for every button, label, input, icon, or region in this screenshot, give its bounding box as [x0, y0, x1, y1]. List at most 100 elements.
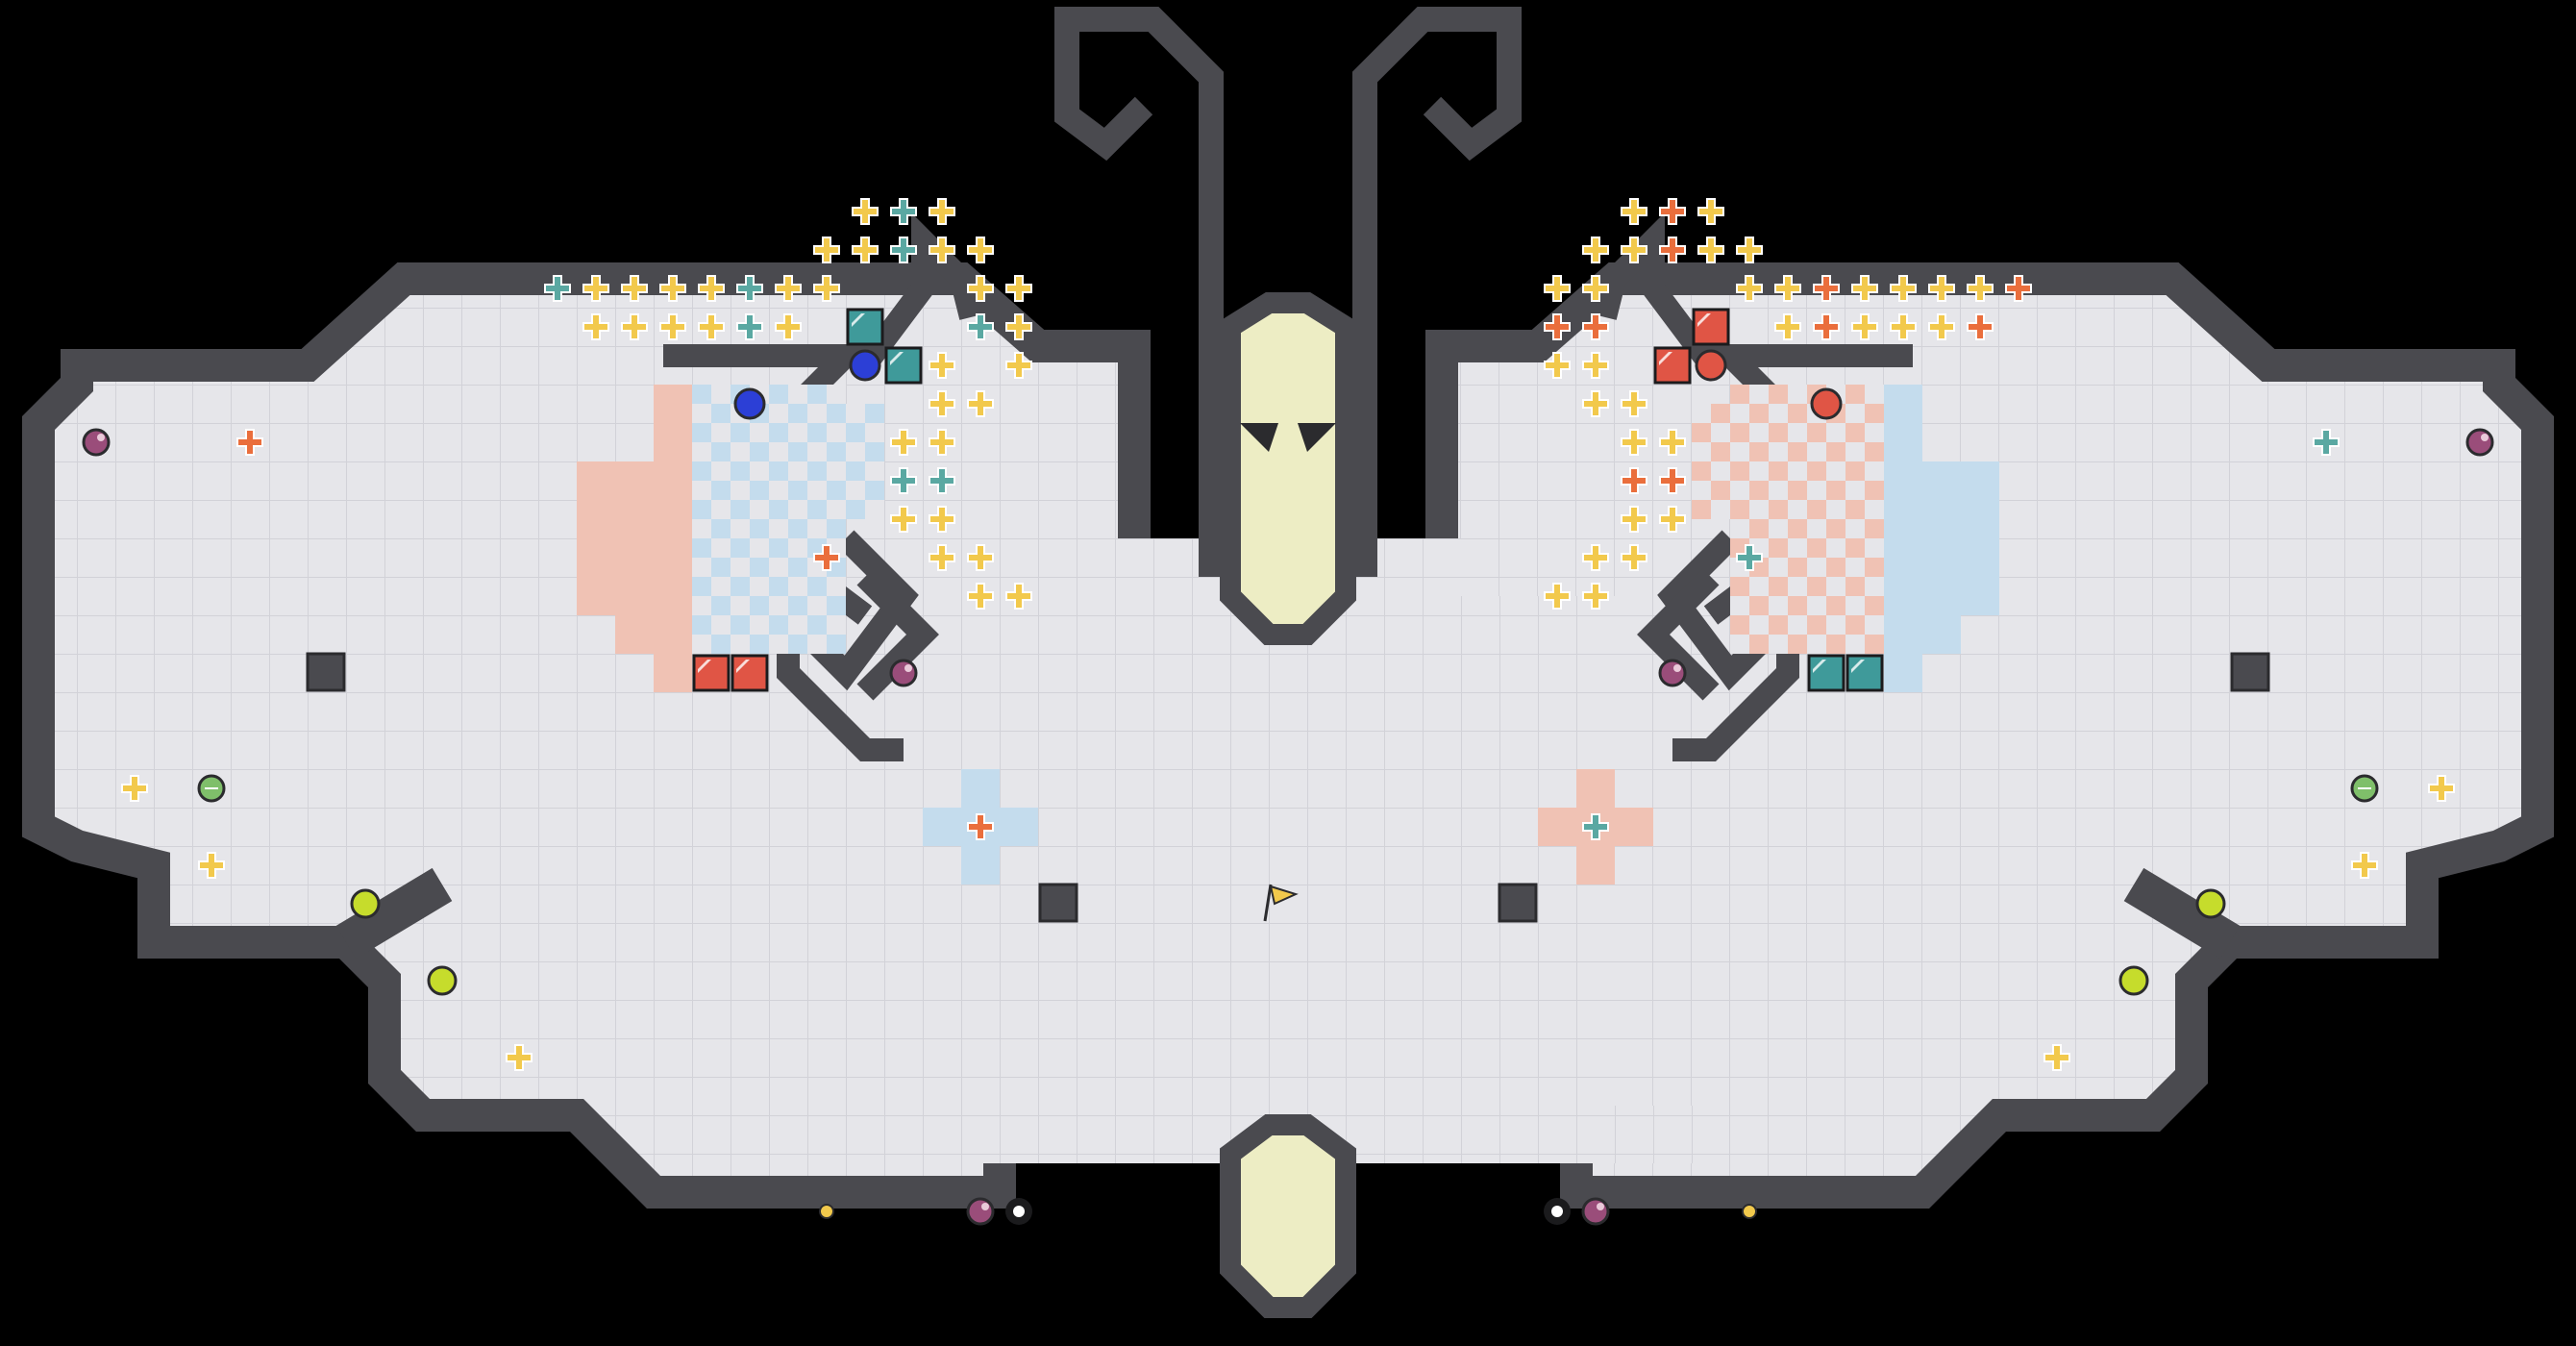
plus-gold-icon[interactable] — [775, 275, 802, 302]
plus-gold-icon[interactable] — [929, 506, 955, 533]
plus-orange-icon[interactable] — [813, 544, 840, 571]
plus-orange-icon[interactable] — [1659, 198, 1686, 225]
plus-gold-icon[interactable] — [198, 852, 225, 879]
plus-gold-icon[interactable] — [1890, 275, 1917, 302]
plus-gold-icon[interactable] — [852, 198, 879, 225]
bomb-icon[interactable] — [889, 659, 918, 687]
red-spawn-block[interactable] — [731, 654, 769, 692]
plus-gold-icon[interactable] — [1697, 237, 1724, 263]
plus-orange-icon[interactable] — [2005, 275, 2032, 302]
teal-spawn-block[interactable] — [846, 308, 884, 346]
green-orb-icon[interactable] — [2350, 774, 2379, 803]
plus-gold-icon[interactable] — [1544, 352, 1571, 379]
plus-gold-icon[interactable] — [929, 390, 955, 417]
lime-orb-icon[interactable] — [2118, 965, 2149, 996]
plus-gold-icon[interactable] — [1582, 544, 1609, 571]
plus-gold-icon[interactable] — [929, 352, 955, 379]
coin-icon[interactable] — [819, 1204, 834, 1219]
plus-gold-icon[interactable] — [890, 506, 917, 533]
plus-gold-icon[interactable] — [621, 275, 648, 302]
plus-gold-icon[interactable] — [1582, 352, 1609, 379]
plus-gold-icon[interactable] — [967, 583, 994, 610]
bomb-icon[interactable] — [966, 1197, 995, 1226]
plus-gold-icon[interactable] — [698, 275, 725, 302]
plus-gold-icon[interactable] — [1621, 429, 1647, 456]
plus-gold-icon[interactable] — [967, 390, 994, 417]
plus-gold-icon[interactable] — [1774, 275, 1801, 302]
red-spawn-block[interactable] — [1653, 346, 1692, 385]
red-player[interactable] — [1810, 387, 1843, 420]
plus-gold-icon[interactable] — [1582, 390, 1609, 417]
plus-gold-icon[interactable] — [1544, 583, 1571, 610]
lime-orb-icon[interactable] — [350, 888, 381, 919]
plus-gold-icon[interactable] — [1621, 198, 1647, 225]
plus-gold-icon[interactable] — [659, 313, 686, 340]
red-spawn-block[interactable] — [1692, 308, 1730, 346]
flag-icon[interactable] — [1263, 884, 1299, 922]
plus-teal-icon[interactable] — [1736, 544, 1763, 571]
gear-mine-icon[interactable] — [1544, 1198, 1571, 1225]
plus-gold-icon[interactable] — [1621, 390, 1647, 417]
plus-gold-icon[interactable] — [813, 275, 840, 302]
plus-gold-icon[interactable] — [1621, 544, 1647, 571]
plus-gold-icon[interactable] — [967, 237, 994, 263]
plus-gold-icon[interactable] — [659, 275, 686, 302]
plus-gold-icon[interactable] — [967, 544, 994, 571]
plus-gold-icon[interactable] — [1005, 352, 1032, 379]
plus-gold-icon[interactable] — [1774, 313, 1801, 340]
plus-gold-icon[interactable] — [1582, 583, 1609, 610]
plus-gold-icon[interactable] — [1005, 275, 1032, 302]
plus-gold-icon[interactable] — [2043, 1044, 2070, 1071]
plus-teal-icon[interactable] — [736, 313, 763, 340]
plus-gold-icon[interactable] — [1967, 275, 1994, 302]
plus-gold-icon[interactable] — [1851, 275, 1878, 302]
teal-spawn-block[interactable] — [1807, 654, 1845, 692]
plus-gold-icon[interactable] — [506, 1044, 533, 1071]
plus-orange-icon[interactable] — [1544, 313, 1571, 340]
green-orb-icon[interactable] — [197, 774, 226, 803]
plus-teal-icon[interactable] — [1582, 813, 1609, 840]
gear-mine-icon[interactable] — [1005, 1198, 1032, 1225]
plus-gold-icon[interactable] — [967, 275, 994, 302]
bomb-icon[interactable] — [1581, 1197, 1610, 1226]
plus-teal-icon[interactable] — [736, 275, 763, 302]
teal-spawn-block[interactable] — [1845, 654, 1884, 692]
plus-orange-icon[interactable] — [1582, 313, 1609, 340]
plus-orange-icon[interactable] — [1813, 275, 1840, 302]
plus-gold-icon[interactable] — [929, 429, 955, 456]
plus-orange-icon[interactable] — [1659, 237, 1686, 263]
plus-gold-icon[interactable] — [1005, 313, 1032, 340]
plus-gold-icon[interactable] — [813, 237, 840, 263]
plus-gold-icon[interactable] — [1005, 583, 1032, 610]
plus-orange-icon[interactable] — [236, 429, 263, 456]
plus-teal-icon[interactable] — [929, 467, 955, 494]
plus-gold-icon[interactable] — [1582, 275, 1609, 302]
plus-orange-icon[interactable] — [1967, 313, 1994, 340]
plus-gold-icon[interactable] — [2351, 852, 2378, 879]
plus-gold-icon[interactable] — [852, 237, 879, 263]
red-spawn-block[interactable] — [692, 654, 731, 692]
plus-gold-icon[interactable] — [121, 775, 148, 802]
bomb-icon[interactable] — [82, 428, 111, 457]
plus-gold-icon[interactable] — [1621, 506, 1647, 533]
plus-gold-icon[interactable] — [1928, 313, 1955, 340]
plus-gold-icon[interactable] — [929, 237, 955, 263]
bomb-icon[interactable] — [1658, 659, 1687, 687]
plus-gold-icon[interactable] — [929, 198, 955, 225]
plus-orange-icon[interactable] — [967, 813, 994, 840]
blue-player[interactable] — [849, 349, 881, 382]
teal-spawn-block[interactable] — [884, 346, 923, 385]
plus-teal-icon[interactable] — [967, 313, 994, 340]
plus-gold-icon[interactable] — [1621, 237, 1647, 263]
plus-gold-icon[interactable] — [929, 544, 955, 571]
lime-orb-icon[interactable] — [2195, 888, 2226, 919]
plus-gold-icon[interactable] — [1659, 429, 1686, 456]
plus-teal-icon[interactable] — [890, 237, 917, 263]
plus-gold-icon[interactable] — [582, 313, 609, 340]
plus-orange-icon[interactable] — [1659, 467, 1686, 494]
plus-gold-icon[interactable] — [1736, 237, 1763, 263]
lime-orb-icon[interactable] — [427, 965, 458, 996]
plus-teal-icon[interactable] — [544, 275, 571, 302]
plus-gold-icon[interactable] — [621, 313, 648, 340]
plus-teal-icon[interactable] — [890, 467, 917, 494]
